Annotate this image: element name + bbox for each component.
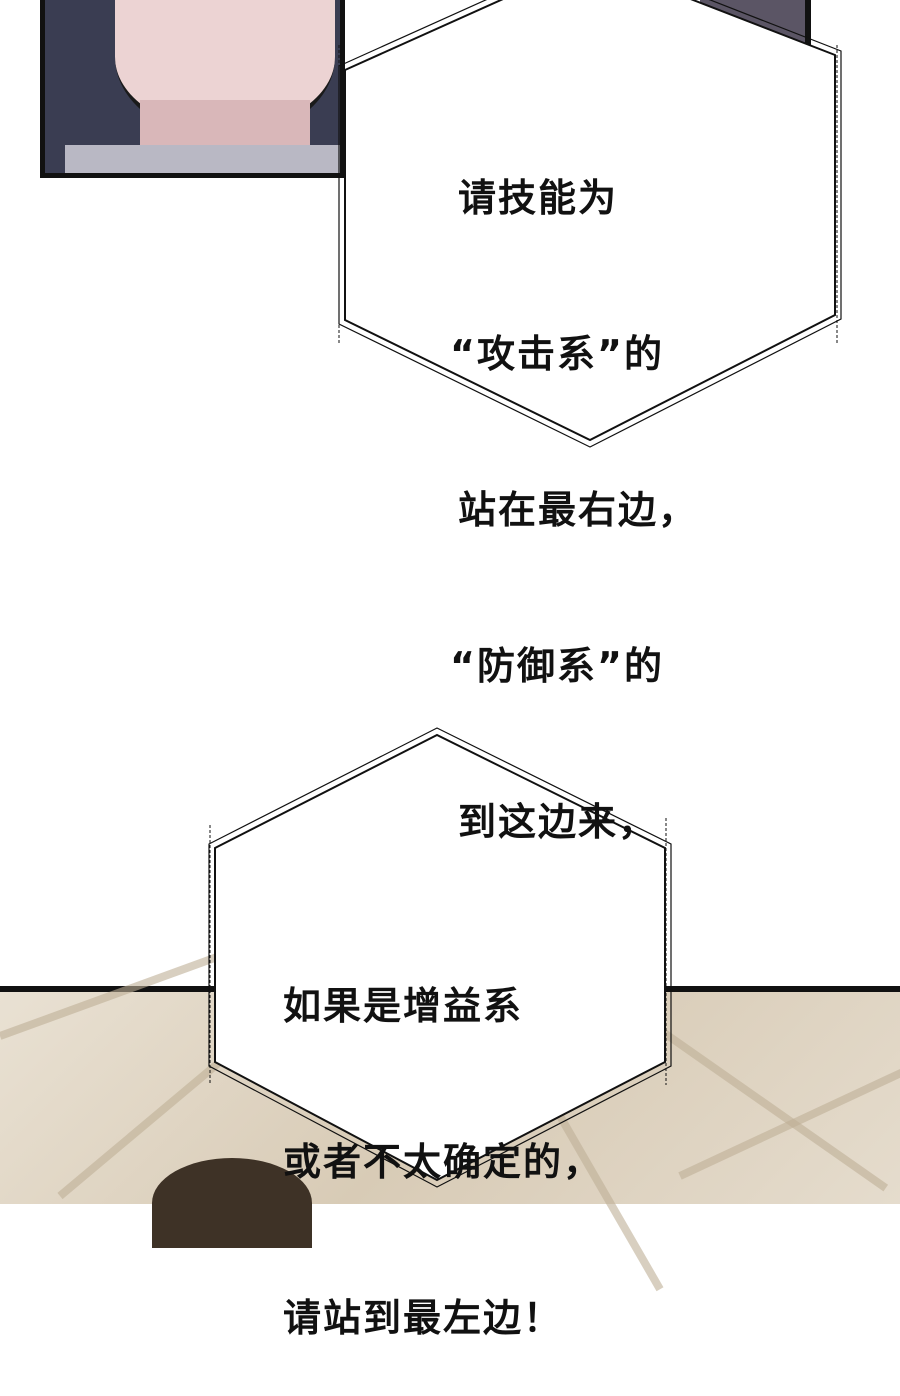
speech-bubble-1-text: 请技能为 “攻击系”的 站在最右边， “防御系”的 到这边来， — [450, 68, 699, 900]
bubble-2-line: 如果是增益系 — [283, 984, 524, 1028]
bubble-1-line: 站在最右边， — [458, 488, 699, 532]
top-panel-character — [40, 0, 345, 178]
bubble-2-line: 或者不太确定的， — [283, 1140, 604, 1184]
bubble-1-line: “攻击系”的 — [450, 332, 664, 376]
bubble-1-line: 到这边来， — [458, 800, 659, 844]
speech-bubble-shapes — [208, 0, 842, 1188]
speech-bubble-2-text: 如果是增益系 或者不太确定的， 请站到最左边！ — [283, 876, 603, 1396]
character-collar — [65, 145, 340, 173]
bubble-2-line: 请站到最左边！ — [283, 1296, 564, 1340]
speech-bubble-2 — [208, 727, 672, 1188]
bubble-1-line: “防御系”的 — [450, 644, 664, 688]
speech-bubble-1 — [338, 0, 842, 448]
bubble-1-line: 请技能为 — [458, 176, 619, 220]
